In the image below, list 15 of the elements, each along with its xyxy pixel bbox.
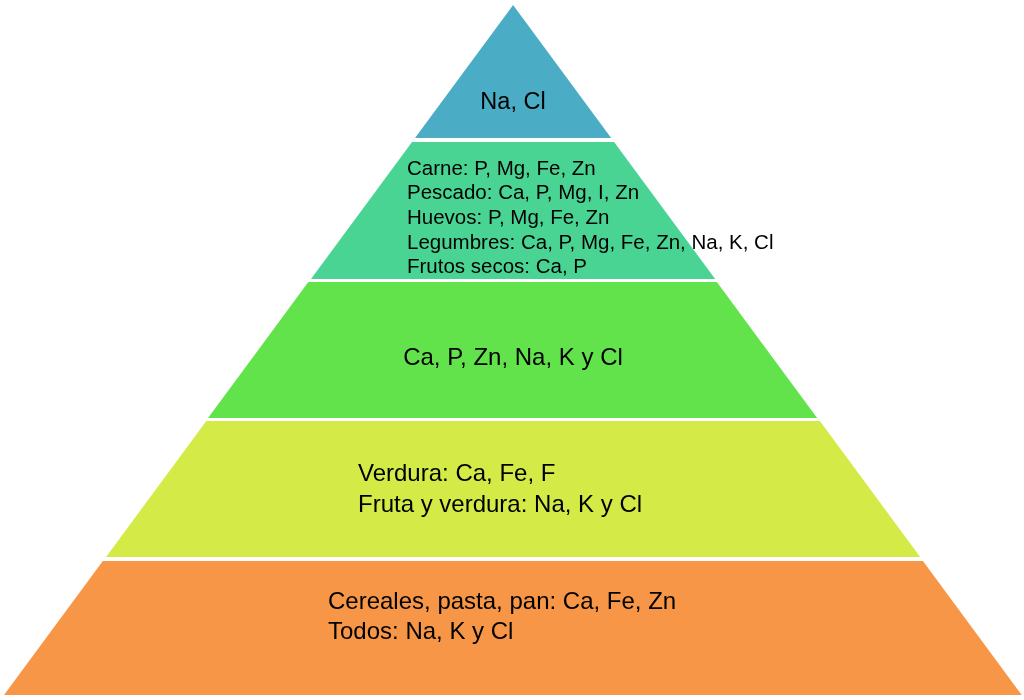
pyramid-apex-tier <box>414 5 612 138</box>
pyramid-tier <box>4 561 1022 695</box>
mineral-text: Na, Cl <box>479 87 547 115</box>
mineral-text: Verdura: Ca, Fe, F <box>358 457 556 488</box>
mineral-text: Fruta y verdura: Na, K y Cl <box>358 488 643 519</box>
mineral-text: Carne: P, Mg, Fe, Zn <box>407 155 596 181</box>
mineral-text: Todos: Na, K y Cl <box>328 616 514 646</box>
mineral-text: Frutos secos: Ca, P <box>407 254 587 279</box>
pyramid-tier <box>105 421 921 557</box>
pyramid-tier <box>208 282 818 418</box>
mineral-text: Cereales, pasta, pan: Ca, Fe, Zn <box>328 586 677 616</box>
mineral-text: Ca, P, Zn, Na, K y Cl <box>402 342 624 372</box>
mineral-text: Huevos: P, Mg, Fe, Zn <box>407 204 610 230</box>
mineral-text: Pescado: Ca, P, Mg, I, Zn <box>407 180 640 205</box>
mineral-text: Legumbres: Ca, P, Mg, Fe, Zn, Na, K, Cl <box>407 229 774 255</box>
